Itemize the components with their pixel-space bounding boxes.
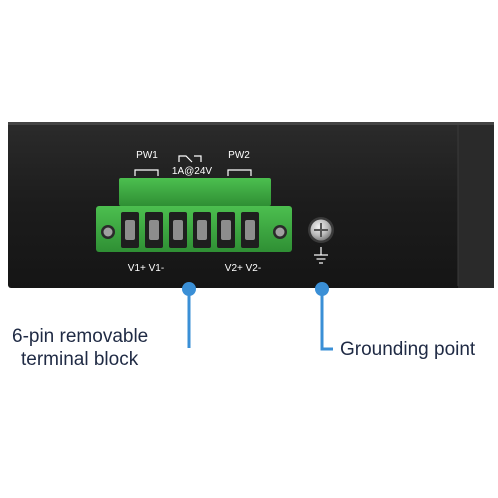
terminal-block-leader xyxy=(182,282,196,348)
ground-screw-icon xyxy=(308,217,334,243)
terminal-block-callout: 6-pin removable terminal block xyxy=(12,325,148,371)
pw2-label: PW2 xyxy=(228,150,250,161)
terminal-block-callout-line2: terminal block xyxy=(21,349,139,370)
terminal-block-callout-line1: 6-pin removable xyxy=(12,326,149,347)
power-rating-label: 1A@24V xyxy=(171,166,213,177)
ground-symbol-icon xyxy=(314,247,328,264)
switch-bottom-panel: PW1 1A@24V PW2 V1+ V1- V2+ V2- xyxy=(8,120,494,290)
terminal-block xyxy=(96,178,292,252)
grounding-point-callout: Grounding point xyxy=(340,339,476,360)
v1-pin-label: V1+ V1- xyxy=(127,263,165,274)
grounding-point-leader xyxy=(315,282,333,351)
pw1-label: PW1 xyxy=(136,150,158,161)
v2-pin-label: V2+ V2- xyxy=(224,263,262,274)
